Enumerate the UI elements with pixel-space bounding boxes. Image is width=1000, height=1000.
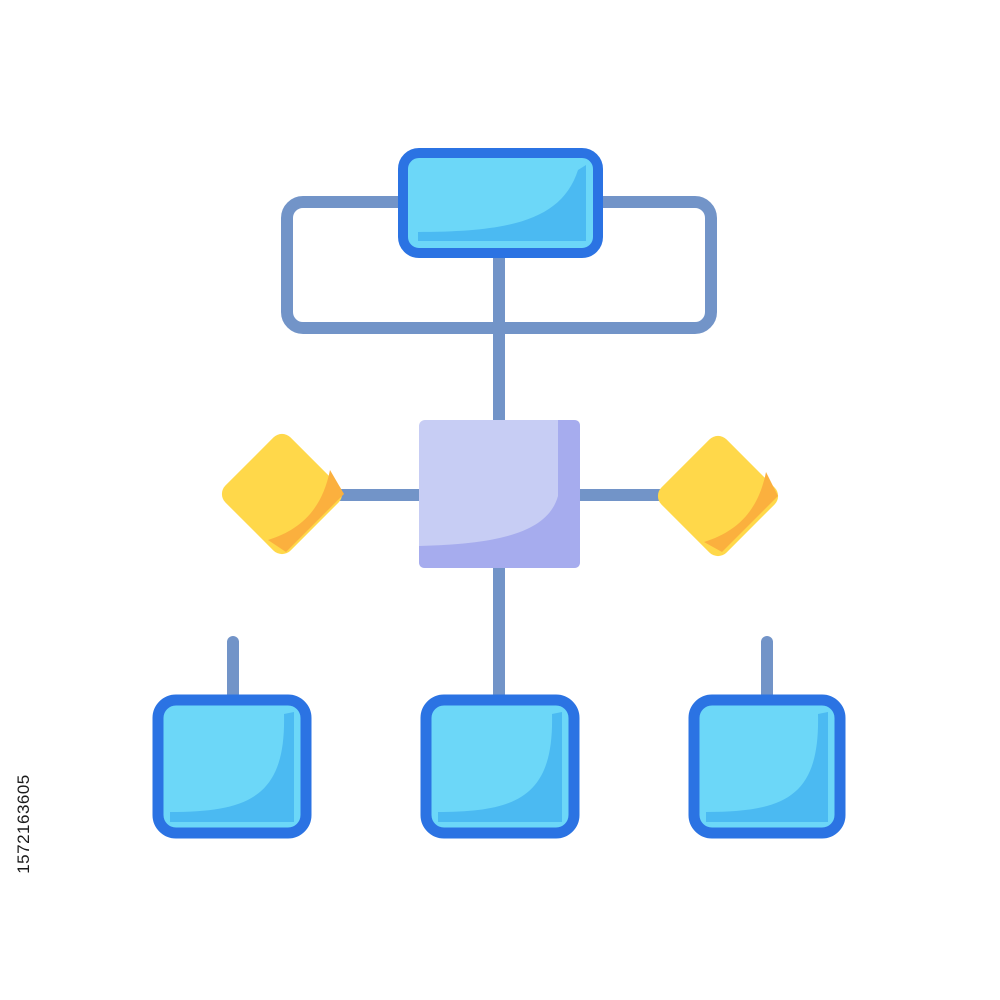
bottom-process-box-right [688, 694, 846, 839]
bottom-process-box-center [420, 694, 580, 839]
decision-diamond-left [221, 433, 344, 555]
bottom-process-box-left [152, 694, 312, 839]
hub-box [419, 420, 580, 568]
decision-diamond-right [657, 435, 779, 557]
top-process-box [398, 148, 603, 258]
stock-id-label: 1572163605 [14, 774, 33, 874]
